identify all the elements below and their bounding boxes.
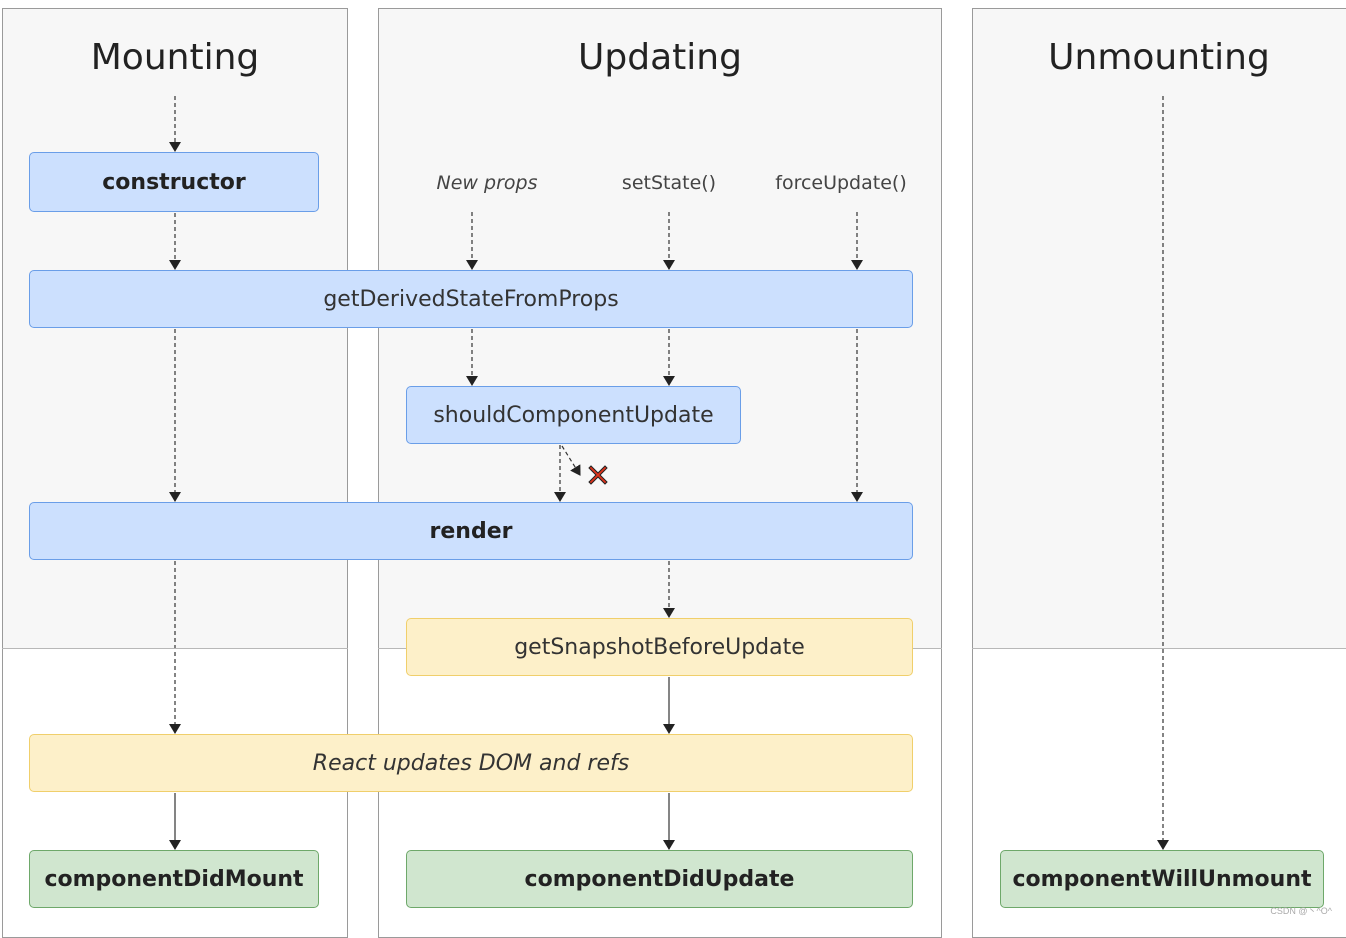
constructor-node: constructor bbox=[29, 152, 319, 212]
get-snapshot-before-update-node: getSnapshotBeforeUpdate bbox=[406, 618, 913, 676]
trigger-new-props: New props bbox=[436, 172, 538, 194]
component-will-unmount-node: componentWillUnmount bbox=[1000, 850, 1324, 908]
render-node: render bbox=[29, 502, 913, 560]
trigger-force-update: forceUpdate() bbox=[775, 172, 907, 194]
mounting-title: Mounting bbox=[90, 37, 260, 78]
phase-divider bbox=[2, 648, 348, 649]
trigger-set-state: setState() bbox=[621, 172, 717, 194]
unmounting-column: Unmounting bbox=[972, 8, 1346, 938]
arrow-scu-to-cancel bbox=[561, 445, 581, 476]
component-did-mount-node: componentDidMount bbox=[29, 850, 319, 908]
x-mark-icon bbox=[588, 465, 608, 485]
should-component-update-node: shouldComponentUpdate bbox=[406, 386, 741, 444]
component-did-update-node: componentDidUpdate bbox=[406, 850, 913, 908]
react-updates-dom-node: React updates DOM and refs bbox=[29, 734, 913, 792]
unmounting-title: Unmounting bbox=[1048, 37, 1270, 78]
get-derived-state-from-props-node: getDerivedStateFromProps bbox=[29, 270, 913, 328]
updating-title: Updating bbox=[578, 37, 742, 78]
watermark: CSDN @丶^O^ bbox=[1270, 906, 1332, 916]
phase-divider bbox=[972, 648, 1346, 649]
